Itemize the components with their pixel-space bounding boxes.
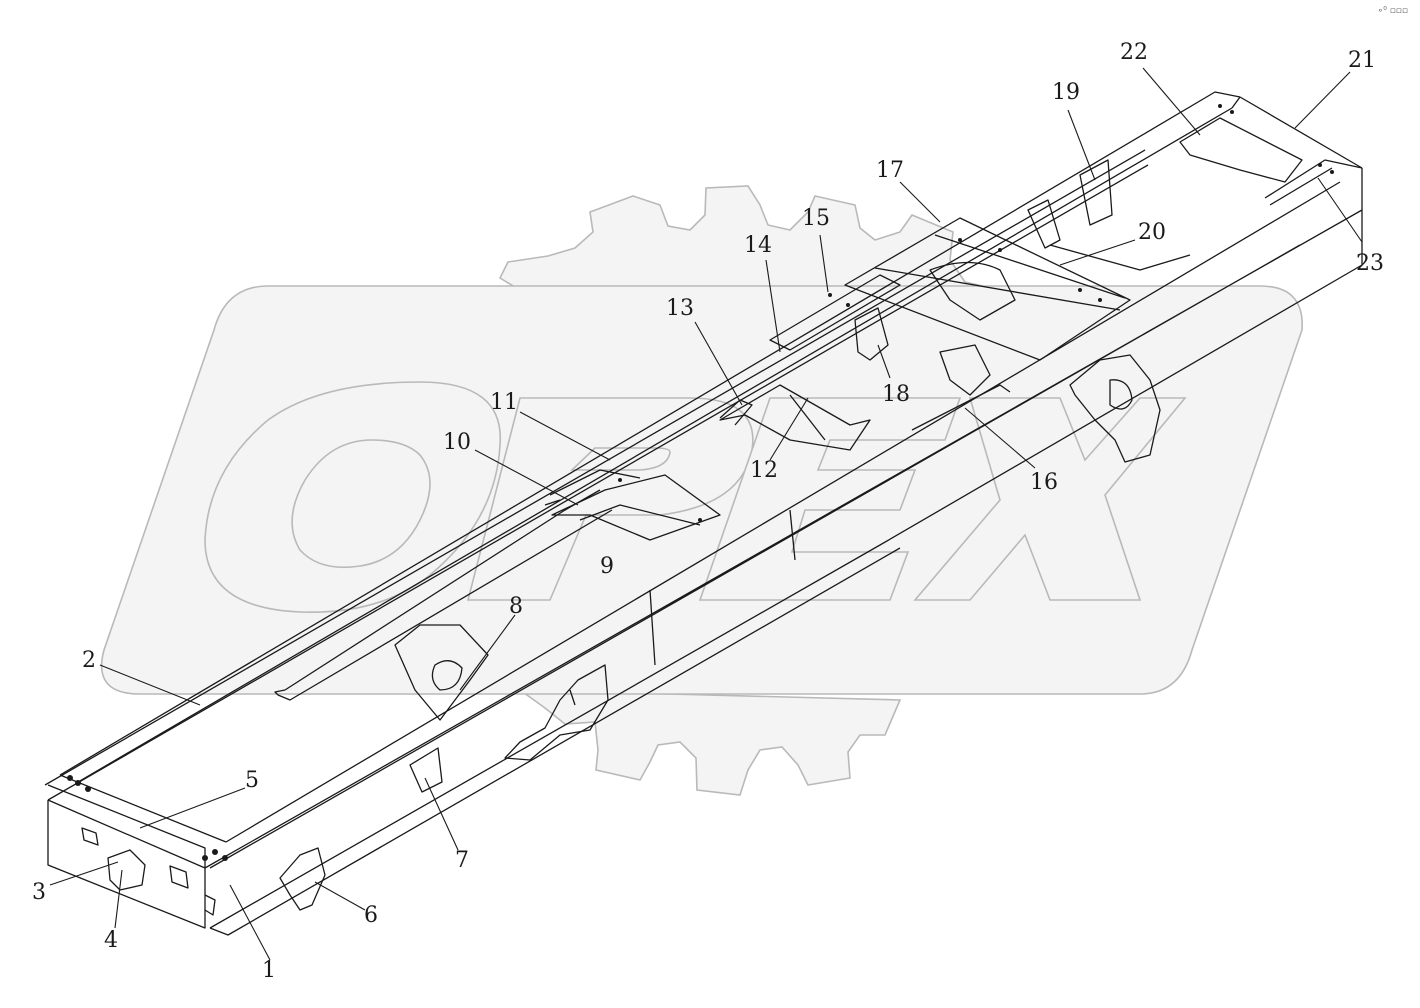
tow-hook-3-4 xyxy=(107,849,146,891)
leader-22 xyxy=(1142,67,1201,136)
leader-lines xyxy=(49,67,1363,961)
callout-17: 17 xyxy=(876,158,904,183)
callout-16: 16 xyxy=(1030,470,1058,495)
leader-11 xyxy=(519,411,611,461)
leader-14 xyxy=(765,259,781,353)
cross-member-8 xyxy=(394,624,489,721)
callout-7: 7 xyxy=(455,848,469,873)
left-rail-bottom-flange xyxy=(209,509,901,936)
leader-12 xyxy=(769,397,809,461)
rear-end-cross-member xyxy=(47,181,1341,869)
leader-5 xyxy=(139,787,246,829)
leader-8 xyxy=(459,614,516,691)
cross-member-12 xyxy=(719,384,871,451)
rivet-holes xyxy=(67,104,1334,861)
callout-10: 10 xyxy=(443,430,471,455)
callout-20: 20 xyxy=(1138,220,1166,245)
inner-stiffener xyxy=(274,489,613,701)
cross-member-13 xyxy=(719,399,753,426)
callout-3: 3 xyxy=(32,880,46,905)
chassis-frame xyxy=(44,91,1363,936)
leader-17 xyxy=(899,181,941,223)
watermark-letter-o xyxy=(204,381,502,614)
hook-bracket-6 xyxy=(279,847,326,911)
leader-21 xyxy=(1294,71,1351,129)
callout-1: 1 xyxy=(262,958,276,983)
leader-13 xyxy=(694,321,743,406)
callout-12: 12 xyxy=(750,458,778,483)
cross-member-10 xyxy=(544,469,641,506)
cross-member-9 xyxy=(551,474,721,541)
bracket-19 xyxy=(1079,159,1113,226)
spring-hanger-left xyxy=(504,664,609,761)
callout-2: 2 xyxy=(82,648,96,673)
saddle-mount xyxy=(929,261,1016,321)
right-side-rail xyxy=(59,91,1363,783)
callout-14: 14 xyxy=(744,233,772,258)
callout-18: 18 xyxy=(882,382,910,407)
end-fillet-23 xyxy=(1264,159,1363,206)
top-plate-15 xyxy=(769,274,901,351)
callout-13: 13 xyxy=(666,296,694,321)
leader-4 xyxy=(114,869,123,929)
callout-11: 11 xyxy=(490,390,518,415)
callout-6: 6 xyxy=(364,903,378,928)
watermark-gear-lower xyxy=(517,689,902,796)
end-cross-member-22 xyxy=(1179,117,1303,183)
leader-7 xyxy=(424,777,459,851)
leader-2 xyxy=(99,664,201,706)
callout-22: 22 xyxy=(1120,40,1148,65)
left-side-rail xyxy=(44,149,1363,929)
corner-mark: ∘⁰ ▫▫▫ xyxy=(1377,6,1408,16)
leader-19 xyxy=(1067,109,1096,181)
callout-4: 4 xyxy=(104,928,118,953)
leader-3 xyxy=(49,861,119,886)
bracket-18 xyxy=(854,307,889,361)
leader-23 xyxy=(1317,177,1363,243)
watermark-gear-upper xyxy=(498,185,1001,291)
callout-19: 19 xyxy=(1052,80,1080,105)
leader-1 xyxy=(229,884,271,961)
leader-20 xyxy=(1059,239,1136,266)
callout-15: 15 xyxy=(802,206,830,231)
leader-15 xyxy=(819,234,829,293)
spring-hanger-right xyxy=(1069,354,1161,463)
leader-6 xyxy=(314,881,366,911)
callout-9: 9 xyxy=(600,554,614,579)
bracket-7 xyxy=(409,747,443,793)
callout-23: 23 xyxy=(1356,251,1384,276)
crossbeam-16-17 xyxy=(844,217,1131,361)
watermark-letter-x xyxy=(913,397,1187,601)
callout-21: 21 xyxy=(1348,48,1376,73)
leader-18 xyxy=(877,344,891,379)
watermark-logo xyxy=(100,185,1303,796)
callout-8: 8 xyxy=(509,594,523,619)
leader-10 xyxy=(474,449,579,506)
bracket-16 xyxy=(911,344,1011,431)
rear-plate-holes xyxy=(81,827,216,916)
leader-16 xyxy=(964,407,1036,469)
callout-5: 5 xyxy=(245,768,259,793)
bracket-20 xyxy=(1027,199,1191,271)
